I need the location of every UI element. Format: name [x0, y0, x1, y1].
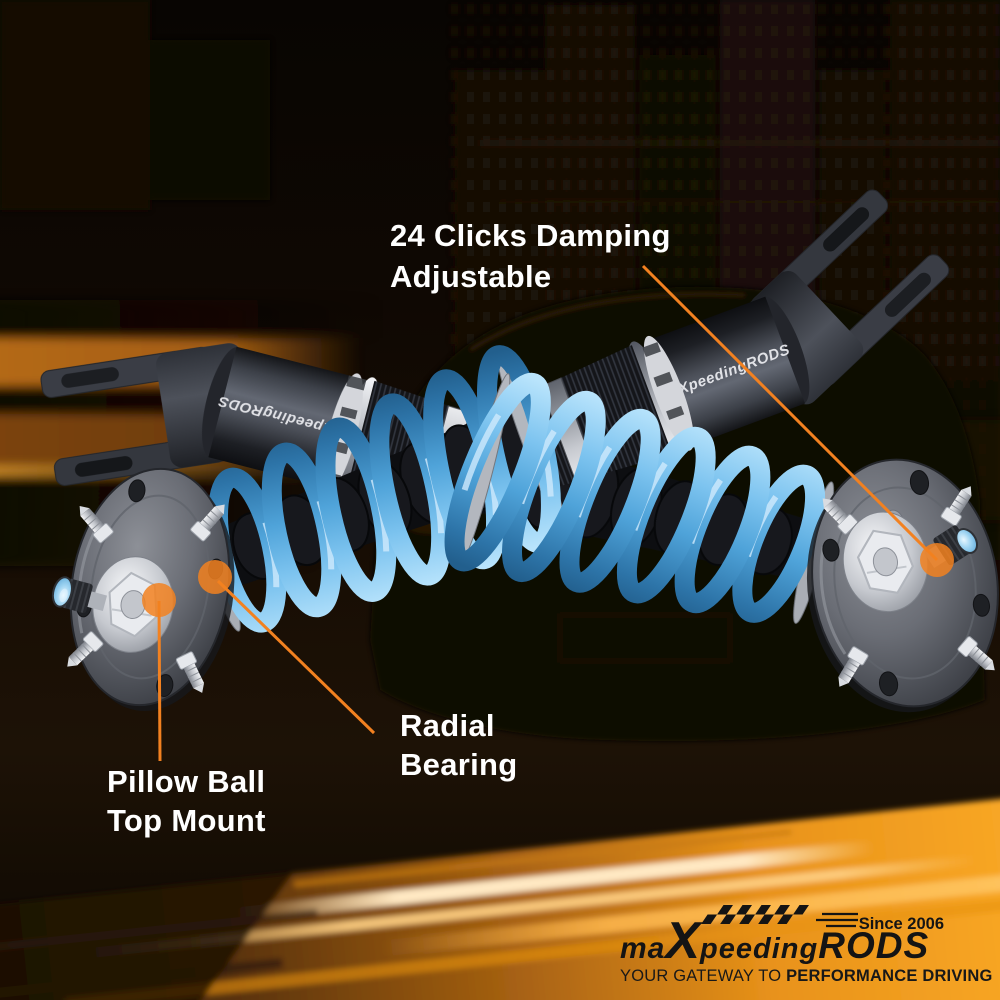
spring-seat-collar — [628, 335, 697, 457]
brand-since-label: Since 2006 — [859, 915, 944, 933]
wheel-stud — [940, 486, 972, 527]
tagline-bold: PERFORMANCE DRIVING — [786, 967, 992, 985]
pillow-label-line1: Pillow Ball — [107, 764, 265, 799]
pillow-label-line2: Top Mount — [107, 803, 266, 838]
radial-label-line2: Bearing — [400, 747, 518, 782]
wheel-stud — [957, 636, 995, 671]
callout-line — [216, 579, 376, 735]
callout-pillow-ball: Pillow Ball Top Mount — [107, 583, 266, 838]
right-top-mount-plate — [806, 458, 999, 713]
callout-dot — [198, 560, 232, 594]
callout-damping: 24 Clicks Damping Adjustable — [390, 218, 954, 577]
pillow-ball-hub — [842, 511, 929, 613]
speed-lines-icon — [816, 912, 858, 928]
brand-x: X — [662, 912, 703, 970]
callout-line — [157, 600, 162, 762]
tagline-prefix: YOUR GATEWAY TO — [620, 967, 786, 985]
plate-hole — [822, 538, 840, 562]
brand-wordmark: maXpeedingRODS — [620, 912, 929, 970]
brand-tagline: YOUR GATEWAY TO PERFORMANCE DRIVING — [620, 967, 993, 985]
brand-ma: ma — [620, 932, 665, 965]
plate-hole — [909, 470, 930, 495]
plate-hole — [972, 593, 991, 617]
callout-line — [641, 264, 939, 562]
damping-label-line1: 24 Clicks Damping — [390, 218, 671, 253]
radial-label-line1: Radial — [400, 708, 495, 743]
wheel-stud — [67, 631, 104, 667]
callout-dot — [920, 543, 954, 577]
brand-peeding: peeding — [699, 933, 818, 965]
wheel-stud — [79, 505, 114, 544]
brand-logo: Since 2006 maXpeedingRODS YOUR GATEWAY T… — [620, 905, 993, 985]
orange-light-streaks — [0, 779, 1000, 1000]
damping-label-line2: Adjustable — [390, 259, 551, 294]
callout-dot — [142, 583, 176, 617]
left-damping-knob — [51, 576, 108, 613]
wheel-stud — [822, 498, 858, 535]
brand-rods: RODS — [818, 925, 929, 966]
plate-hole — [878, 671, 899, 697]
wheel-stud — [190, 504, 225, 542]
checkered-flag-icon — [701, 905, 809, 924]
plate-hole — [128, 479, 146, 503]
left-coilover-spring — [444, 372, 826, 623]
wheel-stud — [838, 646, 869, 687]
callout-radial-bearing: Radial Bearing — [198, 560, 518, 782]
wheel-stud — [175, 651, 205, 693]
